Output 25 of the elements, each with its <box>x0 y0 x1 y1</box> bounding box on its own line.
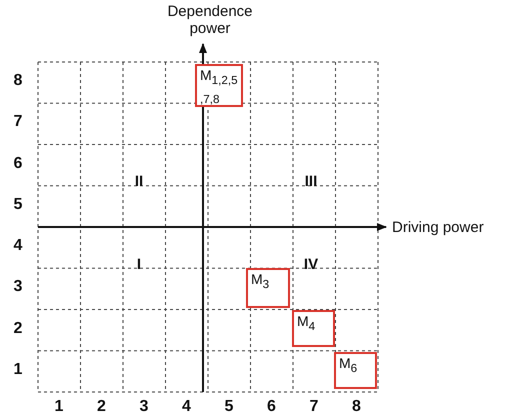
quadrant-label: I <box>136 257 142 274</box>
tick-label: 2 <box>12 320 24 338</box>
tick-label: 1 <box>12 360 24 378</box>
factor-box: M$_{4}$ <box>292 310 335 347</box>
axis-title: Dependence power <box>166 4 254 37</box>
tick-label: 7 <box>308 398 320 416</box>
factor-box: M$_{3}$ <box>246 268 290 308</box>
tick-label: 4 <box>181 398 192 416</box>
tick-label: 8 <box>12 72 24 90</box>
factor-box: M$_{6}$ <box>334 352 377 389</box>
tick-label: 1 <box>54 398 64 416</box>
tick-label: 3 <box>138 398 150 416</box>
quadrant-label: II <box>134 174 144 190</box>
quadrant-label: III <box>304 174 318 190</box>
tick-label: 5 <box>224 398 234 416</box>
tick-label: 3 <box>12 278 24 296</box>
tick-label: 8 <box>351 398 362 416</box>
tick-label: 6 <box>266 398 277 416</box>
tick-label: 6 <box>12 154 24 172</box>
axis-title: Driving power <box>392 220 485 236</box>
tick-label: 7 <box>12 113 24 131</box>
quadrant-label: IV <box>302 257 320 274</box>
tick-label: 4 <box>12 237 24 255</box>
tick-label: 5 <box>12 196 24 214</box>
tick-label: 2 <box>96 398 107 416</box>
